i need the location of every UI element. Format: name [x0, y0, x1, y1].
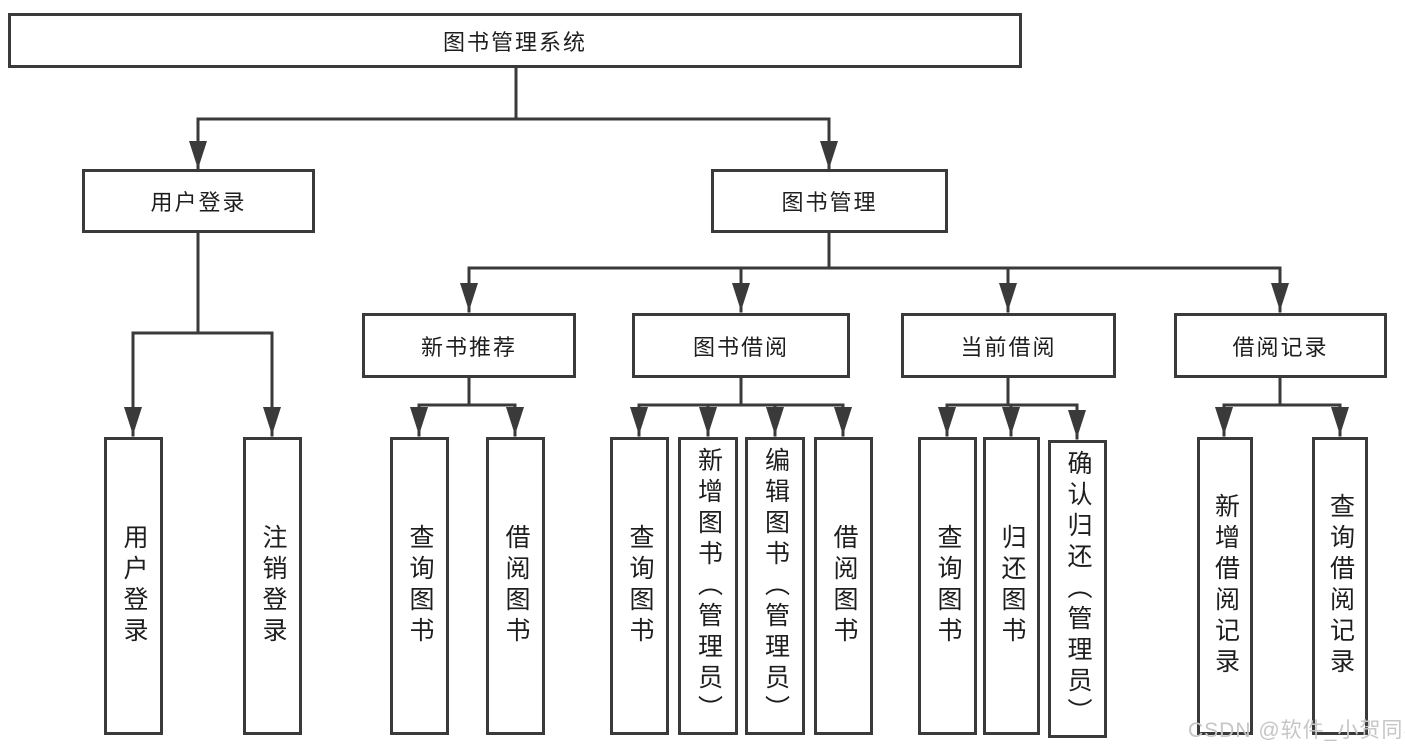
node-leaf-query-books-current: 查询图书 [918, 437, 977, 735]
node-new-book-recommend: 新书推荐 [362, 313, 576, 378]
leaf-label: 用户登录 [120, 524, 148, 648]
node-leaf-user-login: 用户登录 [104, 437, 163, 735]
edge-book-borrowing-to-leaves [630, 374, 852, 437]
node-leaf-query-borrow-record: 查询借阅记录 [1312, 437, 1368, 735]
leaf-label: 注销登录 [259, 524, 287, 648]
node-leaf-edit-book-admin: 编辑图书（管理员） [745, 437, 805, 735]
node-leaf-return-book: 归还图书 [983, 437, 1040, 735]
edge-new-book-recommend-to-leaves [410, 374, 524, 437]
leaf-label: 查询图书 [626, 524, 654, 648]
edge-book-management-to-level3 [460, 229, 1289, 313]
edge-borrow-records-to-leaves [1215, 374, 1349, 437]
csdn-watermark: CSDN @软件_小贺同学 [1188, 719, 1405, 742]
node-book-management: 图书管理 [711, 169, 948, 233]
leaf-label: 查询借阅记录 [1326, 493, 1355, 679]
node-user-login: 用户登录 [82, 169, 315, 233]
node-leaf-logout: 注销登录 [243, 437, 302, 735]
node-leaf-confirm-return-admin: 确认归还（管理员） [1048, 440, 1107, 738]
node-leaf-add-borrow-record: 新增借阅记录 [1197, 437, 1253, 735]
node-leaf-query-books-recommend: 查询图书 [390, 437, 449, 735]
node-book-borrowing: 图书借阅 [632, 313, 850, 378]
leaf-label: 新增借阅记录 [1211, 493, 1240, 679]
node-library-management-system: 图书管理系统 [8, 13, 1022, 68]
node-current-borrowing: 当前借阅 [901, 313, 1116, 378]
leaf-label: 查询图书 [406, 524, 434, 648]
leaf-label: 查询图书 [934, 524, 962, 648]
node-leaf-borrow-books-recommend: 借阅图书 [486, 437, 545, 735]
leaf-label: 编辑图书（管理员） [761, 446, 790, 726]
edge-current-borrowing-to-leaves [938, 374, 1086, 440]
leaf-label: 借阅图书 [502, 524, 530, 648]
leaf-label: 新增图书（管理员） [694, 446, 723, 726]
node-leaf-query-books-borrowing: 查询图书 [610, 437, 669, 735]
edge-root-to-level2 [189, 64, 838, 171]
node-leaf-add-book-admin: 新增图书（管理员） [678, 437, 738, 735]
leaf-label: 借阅图书 [830, 524, 858, 648]
leaf-label: 归还图书 [998, 524, 1026, 648]
node-borrow-records: 借阅记录 [1174, 313, 1387, 378]
node-leaf-borrow-books: 借阅图书 [814, 437, 873, 735]
leaf-label: 确认归还（管理员） [1064, 449, 1092, 729]
edge-user-login-to-leaves [124, 229, 281, 437]
